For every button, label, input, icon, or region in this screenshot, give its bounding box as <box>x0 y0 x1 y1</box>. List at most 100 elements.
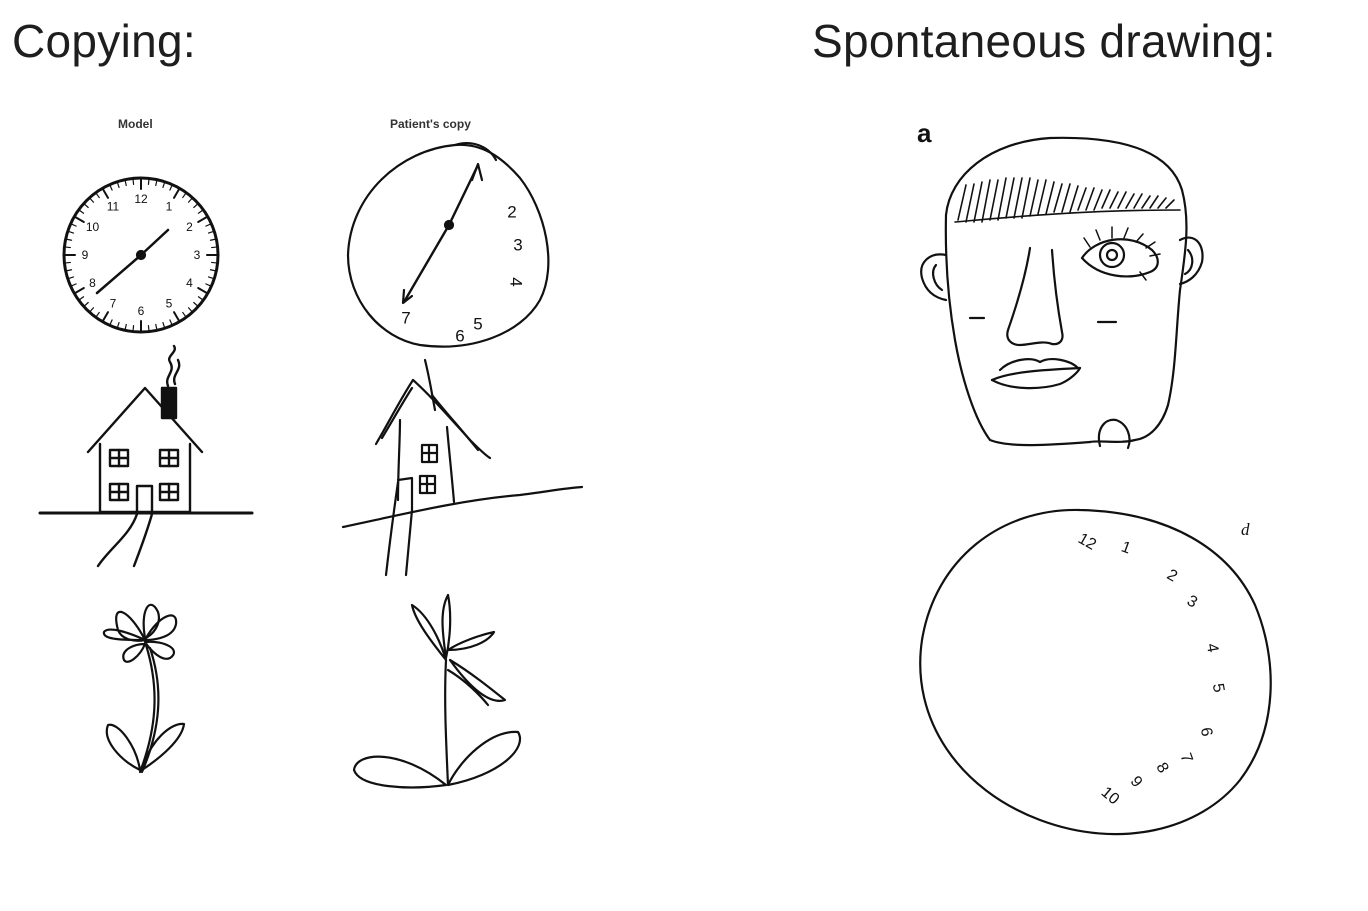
clock-tick <box>63 246 71 249</box>
clock-tick <box>207 276 215 280</box>
clock-tick <box>78 209 85 214</box>
clock-tick <box>197 209 204 214</box>
clock-tick <box>187 307 194 313</box>
patient-clock <box>346 142 550 348</box>
clock-tick <box>109 319 113 326</box>
clock-tick <box>155 179 158 187</box>
model-flower <box>102 603 186 774</box>
patient-clock-number: 7 <box>401 309 410 328</box>
clock-tick <box>147 325 150 333</box>
spontaneous-clock-number: 5 <box>1209 682 1227 694</box>
clock-tick <box>83 301 89 308</box>
model-clock-number: 6 <box>138 304 145 318</box>
clock-tick <box>197 215 209 223</box>
spontaneous-clock-number: 8 <box>1152 760 1171 776</box>
patient-flower <box>352 593 521 789</box>
clock-tick <box>211 261 219 264</box>
spontaneous-face-drawing <box>920 136 1204 450</box>
clock-tick <box>101 311 109 323</box>
clock-tick <box>67 230 75 234</box>
spontaneous-clock-number: 7 <box>1176 751 1195 765</box>
model-clock-number: 3 <box>194 248 201 262</box>
patient-clock-number: 4 <box>507 277 526 286</box>
patient-clock-number: 6 <box>455 327 464 346</box>
clock-tick <box>73 215 85 223</box>
clock-tick <box>70 223 77 227</box>
clock-tick <box>116 181 120 189</box>
spontaneous-clock-number: 1 <box>1119 538 1133 557</box>
clock-tick <box>182 192 187 199</box>
clock-tick <box>132 325 135 333</box>
spontaneous-clock-number: 3 <box>1184 592 1200 611</box>
clock-tick <box>65 238 73 241</box>
clock-tick <box>197 296 204 301</box>
patient-house <box>341 358 584 577</box>
clock-tick <box>169 184 173 191</box>
patient-clock-number: 3 <box>513 236 522 255</box>
model-clock-number: 8 <box>89 276 96 290</box>
clock-tick <box>193 202 199 209</box>
spontaneous-clock-number: 4 <box>1203 642 1221 654</box>
clock-tick <box>88 307 95 313</box>
spontaneous-clock-number: 2 <box>1164 566 1180 585</box>
spontaneous-clock-number: 10 <box>1098 784 1123 809</box>
copying-heading: Copying: <box>12 15 196 67</box>
clock-tick <box>65 269 73 272</box>
model-column-label: Model <box>118 117 153 131</box>
model-clock-number: 4 <box>186 276 193 290</box>
clock-tick <box>83 202 89 209</box>
model-clock-number: 11 <box>107 200 120 214</box>
patient-clock-number: 2 <box>507 203 516 222</box>
clock-tick <box>101 187 109 199</box>
patient-clock-number: 5 <box>473 315 482 334</box>
clock-tick <box>67 276 75 280</box>
clock-tick <box>205 283 212 287</box>
spontaneous-drawing-heading: Spontaneous drawing: <box>812 15 1276 67</box>
clock-tick <box>116 321 120 329</box>
clock-tick <box>95 192 100 199</box>
clock-tick <box>88 197 95 203</box>
clock-tick <box>173 311 181 323</box>
model-clock <box>62 176 220 334</box>
clock-tick <box>209 269 217 272</box>
model-clock-ticks <box>63 177 219 333</box>
clock-tick <box>109 184 113 191</box>
clock-tick <box>197 287 209 295</box>
spontaneous-clock-number: 9 <box>1127 773 1146 791</box>
clock-tick <box>187 197 194 203</box>
clock-tick <box>95 311 100 318</box>
clock-tick <box>205 223 212 227</box>
model-clock-number: 1 <box>166 200 173 214</box>
model-clock-number: 2 <box>186 220 193 234</box>
clock-tick <box>155 323 158 331</box>
panel-label-a: a <box>917 118 932 148</box>
model-clock-number: 5 <box>166 296 173 310</box>
spontaneous-clock <box>919 508 1272 836</box>
model-clock-number: 12 <box>134 192 148 206</box>
clock-tick <box>78 296 85 301</box>
clock-tick <box>124 323 127 331</box>
model-clock-number: 10 <box>86 220 100 234</box>
clock-tick <box>207 230 215 234</box>
model-clock-number: 7 <box>110 296 117 310</box>
patient-copy-column-label: Patient's copy <box>390 117 471 131</box>
patient-clock-numbers: 2 3 4 65 7 <box>401 203 525 346</box>
clock-tick <box>70 283 77 287</box>
clock-tick <box>162 181 166 189</box>
clock-tick <box>132 177 135 185</box>
clock-tick <box>73 287 85 295</box>
clock-tick <box>173 187 181 199</box>
clock-tick <box>147 177 150 185</box>
clock-tick <box>182 311 187 318</box>
clock-tick <box>193 301 199 308</box>
clock-tick <box>124 179 127 187</box>
clock-tick <box>211 246 219 249</box>
spontaneous-clock-number: 6 <box>1197 726 1215 738</box>
panel-label-d: d <box>1241 520 1250 539</box>
model-clock-number: 9 <box>82 248 89 262</box>
clock-tick <box>162 321 166 329</box>
spontaneous-clock-number: 12 <box>1075 530 1099 554</box>
